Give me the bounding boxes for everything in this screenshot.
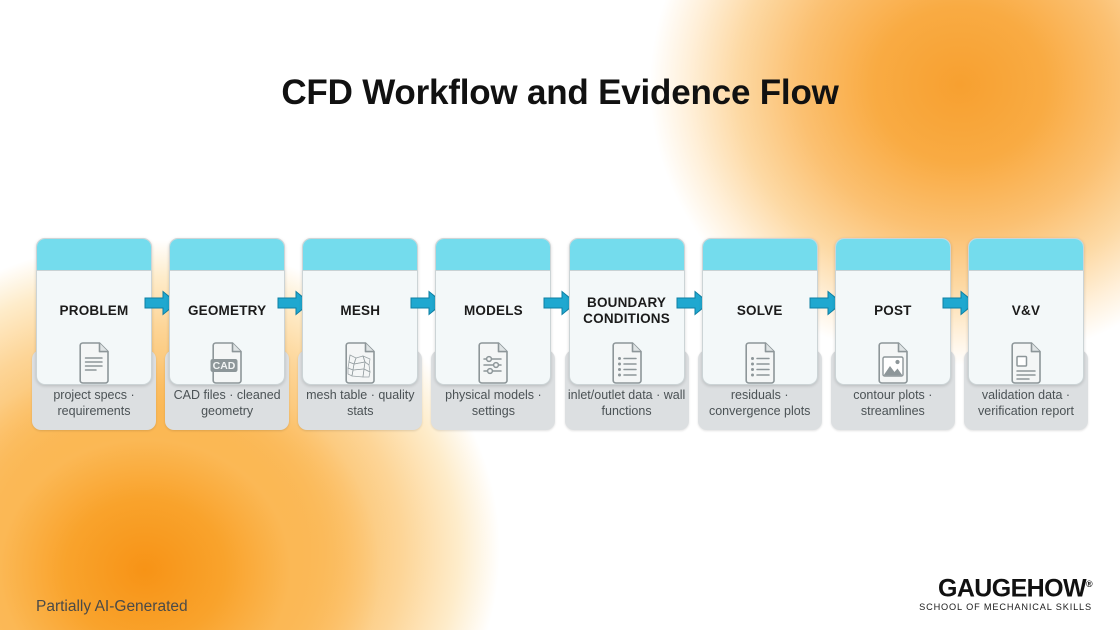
- stage-evidence-text: CAD files · cleaned geometry: [173, 388, 281, 418]
- brand-tagline: SCHOOL OF MECHANICAL SKILLS: [919, 602, 1092, 612]
- brand-name: GAUGEHOW®: [919, 571, 1093, 602]
- stage-label: MESH: [340, 302, 381, 318]
- document-text-icon: [77, 342, 111, 384]
- stage-v-v[interactable]: validation data · verification report V&V: [963, 238, 1088, 430]
- document-mesh-icon: [343, 342, 377, 384]
- stage-card-header: [569, 239, 684, 271]
- stage-boundary-conditions[interactable]: inlet/outlet data · wall functions BOUNDA…: [564, 238, 689, 430]
- stage-card-header: [436, 239, 551, 271]
- stage-card-header: [37, 239, 151, 271]
- stage-card-header: [170, 239, 285, 271]
- stage-label: BOUNDARY CONDITIONS: [583, 294, 670, 326]
- stage-evidence-text: residuals · convergence plots: [708, 388, 811, 418]
- registered-trademark-icon: ®: [1085, 578, 1093, 589]
- stage-card-header: [303, 239, 418, 271]
- cfd-workflow-flow: project specs · requirements PROBLEM CAD f…: [32, 238, 1088, 430]
- document-image-icon: [876, 342, 910, 384]
- stage-evidence-text: physical models · settings: [445, 388, 542, 418]
- stage-evidence-text: contour plots · streamlines: [853, 388, 933, 418]
- stage-evidence-text: inlet/outlet data · wall functions: [567, 388, 686, 418]
- stage-mesh[interactable]: mesh table · quality stats MESH: [298, 238, 423, 430]
- stage-card-header: [968, 239, 1083, 271]
- page-title: CFD Workflow and Evidence Flow: [281, 73, 839, 112]
- stage-card-boundary-conditions[interactable]: [568, 238, 685, 385]
- stage-card-header: [835, 239, 950, 271]
- document-list-icon: [743, 342, 777, 384]
- document-cad-icon: CAD: [210, 342, 244, 384]
- stage-card-header: [702, 239, 817, 271]
- stage-geometry[interactable]: CAD files · cleaned geometry GEOMETRY CAD: [165, 238, 290, 430]
- stage-card-problem[interactable]: [36, 238, 152, 385]
- stage-label: GEOMETRY: [187, 302, 267, 318]
- svg-text:CAD: CAD: [213, 360, 236, 372]
- stage-label: MODELS: [463, 302, 523, 318]
- stage-solve[interactable]: residuals · convergence plots SOLVE: [697, 238, 822, 430]
- stage-label: SOLVE: [736, 302, 783, 318]
- stage-problem[interactable]: project specs · requirements PROBLEM: [32, 238, 156, 430]
- stage-evidence-text: project specs · requirements: [53, 388, 135, 418]
- document-list-icon: [610, 342, 644, 384]
- stage-label: POST: [874, 302, 912, 318]
- document-settings-icon: [476, 342, 510, 384]
- stage-evidence-text: mesh table · quality stats: [306, 388, 415, 418]
- gaugehow-logo: GAUGEHOW® SCHOOL OF MECHANICAL SKILLS: [919, 571, 1092, 612]
- brand-name-text: GAUGEHOW: [937, 574, 1087, 602]
- stage-evidence-text: validation data · verification report: [978, 388, 1074, 418]
- stage-label: PROBLEM: [59, 302, 129, 318]
- stage-models[interactable]: physical models · settings MODELS: [431, 238, 556, 430]
- ai-generated-note: Partially AI-Generated: [36, 598, 188, 615]
- stage-post[interactable]: contour plots · streamlines POST: [830, 238, 955, 430]
- document-report-icon: [1009, 342, 1043, 384]
- stage-label: V&V: [1011, 302, 1041, 318]
